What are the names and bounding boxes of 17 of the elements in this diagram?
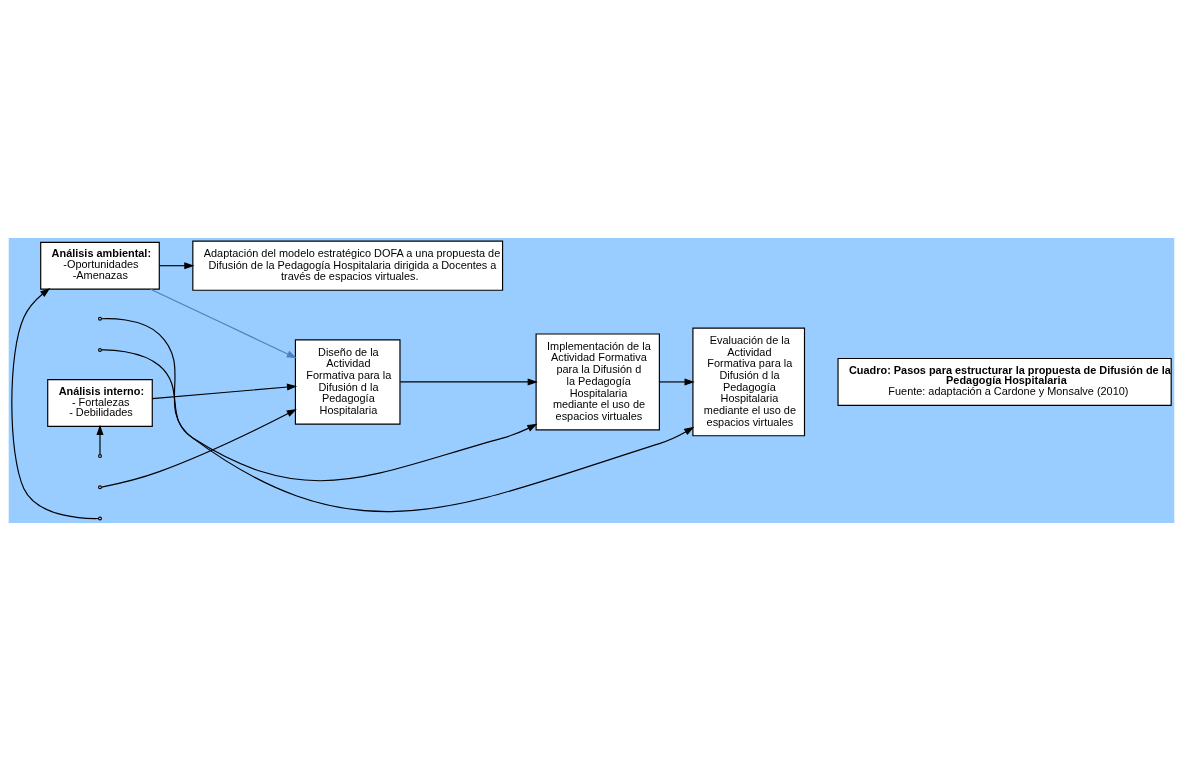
arrow — [11, 288, 100, 520]
node-box: Análisis ambiental: -Oportunidades -Amenazas — [40, 241, 160, 290]
node-box: Cuadro: Pasos para estructurar la propuesta de Difusión de la Pedagogía Hospitalaria Fuente: adaptación a Cardone y Monsalve (2010) — [837, 357, 1172, 406]
arrow — [151, 383, 298, 400]
node-box: Evaluación de la Actividad Formativa para la Difusión d la Pedagogía Hospitalaria mediante el uso de espacios virtuales — [692, 327, 806, 437]
arrow — [100, 318, 695, 513]
arrow — [101, 409, 297, 488]
arrow — [100, 349, 538, 482]
node-box: Diseño de la Actividad Formativa para la Difusión d la Pedagogía Hospitalaria — [294, 339, 401, 425]
node-box: Implementación de la Actividad Formativa para la Difusión d la Pedagogía Hospitalaria mediante el uso de espacios virtuales — [535, 333, 660, 431]
arrow — [399, 378, 538, 386]
arrow — [158, 262, 195, 270]
arrow — [658, 378, 695, 386]
node-box: Adaptación del modelo estratégico DOFA a una propuesta de Difusión de la Pedagogía Hospitalaria dirigida a Docentes a través de espacios virtuales. — [192, 240, 504, 291]
arrow — [150, 288, 297, 359]
node-box: Análisis interno: - Fortalezas - Debilidades — [47, 379, 153, 427]
arrow — [96, 424, 104, 456]
